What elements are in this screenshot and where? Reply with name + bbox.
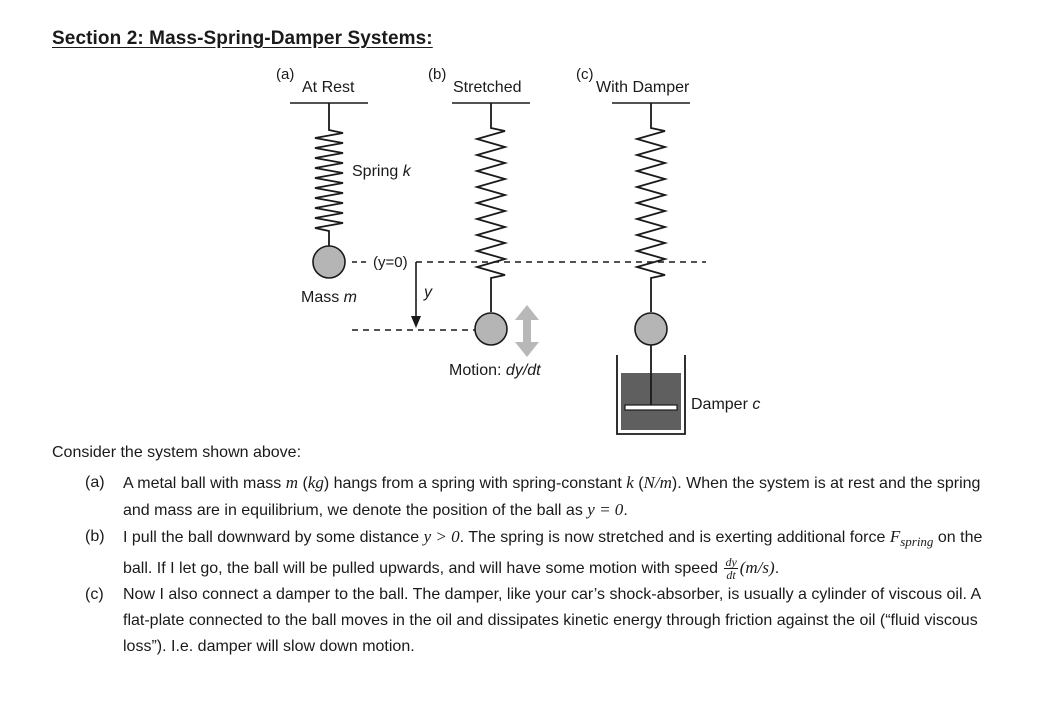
item-b-label: (b)	[85, 528, 105, 545]
intro-text: Consider the system shown above:	[52, 444, 302, 461]
y-label: y	[423, 284, 433, 301]
panel-a-tag: (a)	[276, 66, 294, 83]
force-symbol: F	[889, 527, 901, 546]
item-a-text-3: ) hangs from a spring with spring-consta…	[323, 475, 627, 492]
panel-b-spring	[473, 103, 509, 312]
section-title: Section 2: Mass-Spring-Damper Systems:	[52, 28, 433, 49]
item-a-text-4: (	[633, 475, 644, 492]
panel-c-title: With Damper	[596, 79, 690, 96]
y-equals-zero: y = 0	[587, 500, 624, 519]
item-b-text-1: I pull the ball downward by some distanc…	[123, 529, 424, 546]
item-a-text-2: (	[298, 475, 308, 492]
item-b-text-2: . The spring is now stretched and is exe…	[459, 529, 890, 546]
panel-c-spring	[633, 103, 669, 312]
item-b-text-4: .	[774, 560, 780, 578]
item-a-text-1: A metal ball with mass	[123, 475, 286, 492]
item-c: (c) Now I also connect a damper to the b…	[85, 582, 1000, 660]
panel-b-mass	[474, 312, 508, 346]
panel-b-tag: (b)	[428, 66, 446, 83]
question-list: (a) A metal ball with mass m (kg) hangs …	[85, 470, 1000, 660]
k-symbol: k	[626, 473, 634, 492]
item-c-label: (c)	[85, 586, 104, 604]
damper-label: Damper c	[691, 396, 760, 413]
force-subscript: spring	[900, 534, 934, 550]
nm-unit: N/m	[643, 473, 672, 492]
item-a-label: (a)	[85, 474, 105, 491]
frac-numerator: dy	[724, 555, 738, 570]
speed-units: (m/s)	[739, 558, 775, 578]
panel-a-mass	[312, 245, 346, 279]
item-a: (a) A metal ball with mass m (kg) hangs …	[85, 470, 1000, 524]
item-a-text-5: ). When the system is at rest and the sp…	[123, 475, 981, 519]
panel-a-title: At Rest	[302, 79, 355, 96]
panel-c-mass	[634, 312, 668, 346]
motion-arrow-icon	[515, 305, 539, 357]
item-c-text-1: Now I also connect a damper to the ball.…	[123, 586, 981, 656]
panel-b-title: Stretched	[453, 79, 521, 96]
y-greater-zero: y > 0	[423, 527, 460, 546]
mass-spring-damper-diagram: (a) At Rest Spring k Mass m (y=0) y (b) …	[276, 66, 760, 435]
panel-c-tag: (c)	[576, 66, 594, 83]
kg-unit: kg	[307, 473, 324, 492]
spring-label: Spring k	[352, 163, 412, 180]
mass-label: Mass m	[301, 289, 357, 306]
item-b-text-3: on the ball. If I let go, the ball will …	[123, 529, 983, 578]
damper-plate	[624, 404, 678, 411]
y-arrowhead	[411, 316, 421, 328]
frac-denominator: dt	[726, 568, 736, 583]
panel-a-spring	[314, 103, 344, 246]
item-b: (b) I pull the ball downward by some dis…	[85, 524, 1000, 582]
y0-label: (y=0)	[373, 254, 408, 271]
motion-label: Motion: dy/dt	[449, 362, 541, 379]
damper-cylinder	[616, 355, 686, 435]
mass-symbol: m	[285, 473, 299, 492]
item-a-text-6: .	[623, 502, 628, 519]
